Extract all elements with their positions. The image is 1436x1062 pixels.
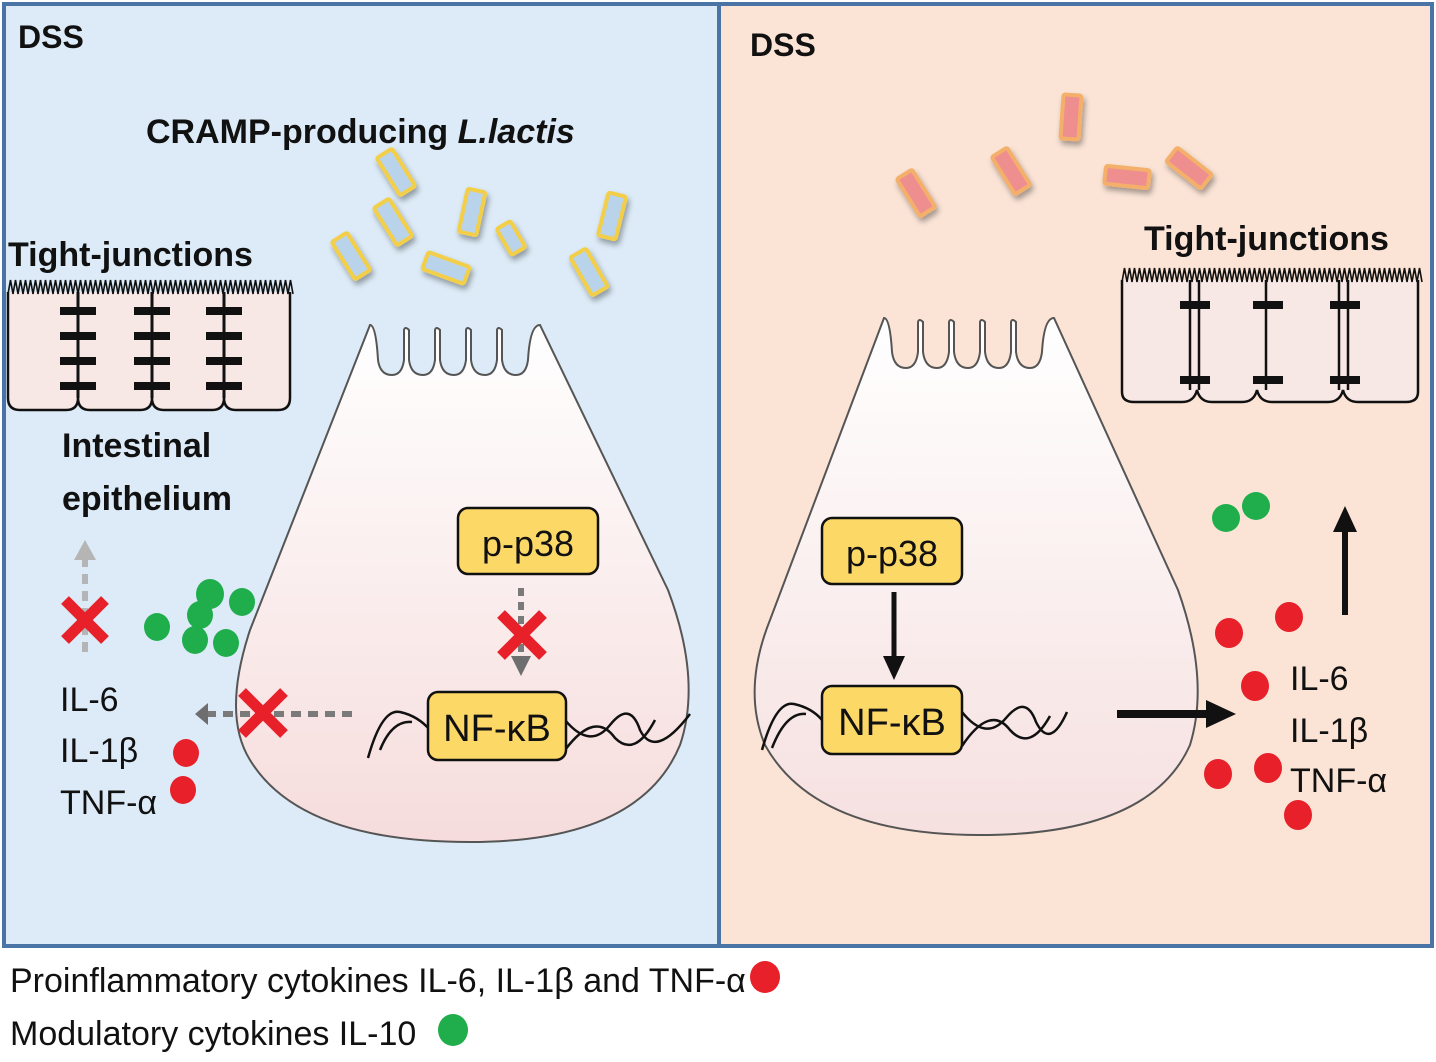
- bacterium: [990, 146, 1032, 196]
- right-condition-label: DSS: [750, 27, 816, 63]
- il10-dot: [144, 613, 170, 641]
- left-cytokine-il6: IL-6: [60, 681, 119, 719]
- legend-modulatory-text: Modulatory cytokines IL-10: [10, 1015, 417, 1053]
- left-p-p38-label: p-p38: [482, 523, 574, 564]
- proinflammatory-dot: [1254, 753, 1282, 783]
- tight-junction-bar: [206, 307, 242, 315]
- proinflammatory-dot: [170, 776, 196, 804]
- cramp-lactis-bacteria: [330, 147, 628, 297]
- tight-junction-bar: [60, 332, 96, 340]
- right-nfkb-label: NF-κB: [838, 702, 946, 744]
- left-tight-junction-schematic: [6, 279, 294, 412]
- tight-junction-proteins: [60, 307, 242, 390]
- il10-dot: [187, 601, 213, 629]
- tight-junction-bar: [134, 382, 170, 390]
- bacterium: [420, 250, 472, 286]
- arrow-head: [1333, 506, 1357, 532]
- bacterium: [1164, 146, 1214, 190]
- il10-dot: [1242, 492, 1270, 520]
- left-cytokine-il1b: IL-1β: [60, 732, 138, 770]
- left-condition-label: DSS: [18, 19, 84, 55]
- tight-junction-bar: [206, 382, 242, 390]
- diagram-canvas: DSS CRAMP-producing L.lactis Tight-junct…: [2, 2, 1434, 948]
- epithelium-label-line1: Intestinal: [62, 427, 211, 465]
- tight-junction-bar: [60, 357, 96, 365]
- tight-junction-bar: [206, 357, 242, 365]
- right-cytokine-il6: IL-6: [1290, 660, 1349, 698]
- tight-junction-bar: [60, 307, 96, 315]
- il10-dot: [229, 588, 255, 616]
- tight-junction-bar: [134, 307, 170, 315]
- left-nfkb-label: NF-κB: [443, 708, 551, 750]
- right-cytokine-il1b: IL-1β: [1290, 712, 1368, 750]
- left-nfkb-box: [426, 690, 568, 762]
- epithelial-cells: [1120, 280, 1420, 404]
- right-tight-junction-schematic: [1120, 267, 1423, 404]
- dna-strand: [960, 705, 1069, 747]
- left-p-p38-box: [456, 506, 600, 576]
- tight-junction-bar: [206, 332, 242, 340]
- proinflammatory-dot: [1215, 618, 1243, 648]
- proinflammatory-dot: [1204, 759, 1232, 789]
- bacteria-label: CRAMP-producing L.lactis: [146, 113, 575, 151]
- arrow-head: [883, 656, 905, 680]
- proinflammatory-dot: [1284, 800, 1312, 830]
- tight-junction-bar: [134, 357, 170, 365]
- cell-borders-separated: [1188, 280, 1350, 390]
- bacterium: [456, 186, 488, 238]
- blocked-arrow-head: [511, 656, 531, 676]
- tight-junction-bar: [60, 382, 96, 390]
- left-tight-junctions-label: Tight-junctions: [8, 236, 253, 274]
- proinflammatory-dot: [1241, 671, 1269, 701]
- il10-dot: [182, 626, 208, 654]
- bacterium: [596, 190, 628, 242]
- dna-strand: [564, 712, 691, 751]
- legend-proinflammatory-text: Proinflammatory cytokines IL-6, IL-1β an…: [10, 962, 746, 1000]
- left-proinflammatory-dots: [170, 739, 199, 804]
- blocked-arrow-head: [195, 703, 208, 725]
- bacteria: [895, 92, 1214, 218]
- il10-dots: [144, 579, 255, 657]
- blocked-arrow-head: [74, 540, 96, 560]
- dna-strand: [366, 710, 431, 759]
- legend-green-dot: [438, 1014, 469, 1047]
- right-tight-junctions-label: Tight-junctions: [1144, 220, 1389, 258]
- proinflammatory-dot: [1275, 602, 1303, 632]
- proinflammatory-dot: [173, 739, 199, 767]
- bacteria-label-prefix: CRAMP-producing: [146, 113, 458, 151]
- bacterium: [375, 147, 417, 197]
- bacterium: [895, 168, 937, 218]
- right-p-p38-label: p-p38: [846, 533, 938, 574]
- cross-icon: [497, 610, 547, 660]
- tight-junction-proteins: [1180, 301, 1360, 384]
- arrow-head: [1206, 700, 1236, 728]
- right-panel: DSS Tight-junctions: [717, 2, 1434, 948]
- right-cytokine-tnfa: TNF-α: [1290, 762, 1387, 800]
- bacterium: [372, 197, 414, 247]
- bacteria-label-species: L.lactis: [458, 113, 575, 151]
- legend-proinflammatory: Proinflammatory cytokines IL-6, IL-1β an…: [10, 961, 780, 1001]
- bacterium: [568, 247, 610, 297]
- epithelium-label-line2: epithelium: [62, 480, 232, 518]
- dna-strand: [760, 702, 823, 751]
- cross-icon: [61, 596, 109, 644]
- microvilli: [1121, 267, 1423, 283]
- bacterium: [330, 231, 372, 281]
- right-proinflammatory-dots: [1204, 602, 1312, 830]
- legend-modulatory: Modulatory cytokines IL-10: [10, 1014, 469, 1054]
- left-panel: DSS CRAMP-producing L.lactis Tight-junct…: [2, 2, 721, 948]
- cross-icon: [238, 688, 288, 738]
- il10-dots: [1212, 492, 1270, 532]
- bacterium: [1102, 163, 1152, 191]
- legend-red-dot: [749, 961, 780, 994]
- bacterium: [1058, 92, 1084, 142]
- bacterium: [495, 219, 527, 257]
- il10-dot: [1212, 504, 1240, 532]
- microvilli: [7, 279, 294, 295]
- tight-junction-bar: [134, 332, 170, 340]
- right-p-p38-box: [820, 516, 964, 586]
- right-nfkb-box: [820, 684, 964, 756]
- il10-dot: [213, 629, 239, 657]
- left-cytokine-tnfa: TNF-α: [60, 784, 157, 822]
